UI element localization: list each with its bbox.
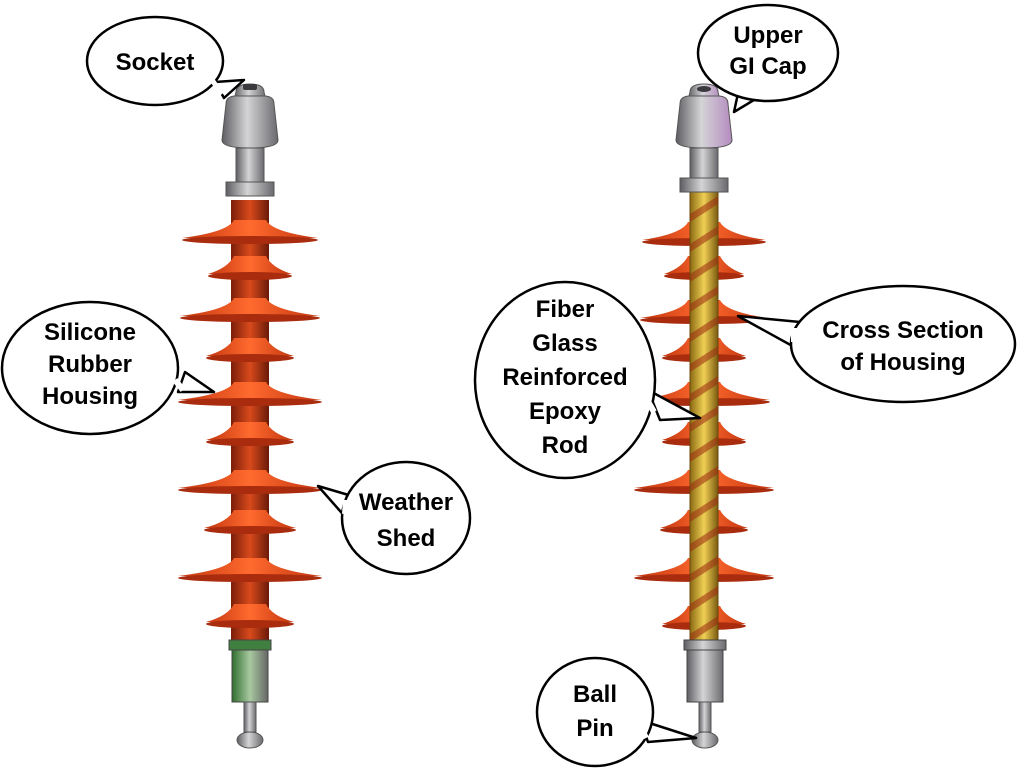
callout-ball-pin: Ball Pin bbox=[535, 656, 698, 768]
callout-upper-gi-cap: Upper GI Cap bbox=[696, 3, 840, 114]
rod-helix-stripe bbox=[690, 256, 718, 282]
rod-helix-stripe bbox=[690, 586, 718, 612]
label-section-line2: of Housing bbox=[840, 349, 965, 376]
weather-shed-10 bbox=[206, 604, 294, 628]
label-shed-line2: Shed bbox=[377, 525, 436, 552]
rod-helix-stripe bbox=[690, 316, 718, 342]
rod-helix-stripe bbox=[690, 436, 718, 462]
rod-helix-stripe bbox=[690, 346, 718, 372]
label-cap-line1: Upper bbox=[733, 22, 802, 49]
label-rod-line4: Epoxy bbox=[529, 398, 602, 425]
rod-helix-stripe bbox=[690, 466, 718, 492]
weather-shed-5 bbox=[178, 382, 322, 406]
label-socket: Socket bbox=[116, 49, 195, 76]
callout-fiberglass-rod: Fiber Glass Reinforced Epoxy Rod bbox=[473, 280, 702, 480]
label-rod-line5: Rod bbox=[542, 432, 589, 459]
callout-socket: Socket bbox=[85, 15, 246, 107]
label-pin-line2: Pin bbox=[576, 715, 613, 742]
rod-helix-stripe bbox=[690, 526, 718, 552]
label-shed-line1: Weather bbox=[359, 489, 453, 516]
weather-shed-8 bbox=[204, 510, 296, 534]
weather-shed-1 bbox=[182, 220, 318, 244]
label-cap-line2: GI Cap bbox=[729, 53, 806, 80]
rod-helix-stripe bbox=[690, 376, 718, 402]
rod-helix-stripe bbox=[690, 496, 718, 522]
weather-shed-4 bbox=[206, 338, 294, 362]
left-ball-pin-fitting bbox=[228, 639, 272, 749]
callout-weather-shed: Weather Shed bbox=[316, 460, 472, 576]
left-weather-sheds bbox=[178, 220, 322, 628]
callout-silicone-rubber-housing: Silicone Rubber Housing bbox=[0, 300, 216, 436]
left-insulator bbox=[178, 83, 322, 749]
weather-shed-7 bbox=[178, 470, 322, 494]
rod-helix-stripe bbox=[690, 226, 718, 252]
weather-shed-6 bbox=[206, 422, 294, 446]
weather-shed-9 bbox=[178, 558, 322, 582]
label-rod-line1: Fiber bbox=[536, 296, 595, 323]
label-pin-line1: Ball bbox=[573, 681, 617, 708]
label-housing-line3: Housing bbox=[42, 383, 138, 410]
rod-helix-stripe bbox=[690, 616, 718, 642]
left-socket-fitting bbox=[221, 83, 279, 197]
rod-helix-stripe bbox=[690, 406, 718, 432]
weather-shed-2 bbox=[208, 256, 292, 280]
label-housing-line1: Silicone bbox=[44, 319, 136, 346]
label-rod-line2: Glass bbox=[532, 330, 597, 357]
rod-helix-stripe bbox=[690, 556, 718, 582]
label-rod-line3: Reinforced bbox=[502, 364, 627, 391]
label-housing-line2: Rubber bbox=[48, 351, 132, 378]
rod-helix-stripe bbox=[690, 286, 718, 312]
upper-gi-cap-fitting bbox=[675, 83, 733, 193]
right-ball-pin-fitting bbox=[683, 639, 727, 749]
right-insulator bbox=[634, 83, 774, 749]
callout-cross-section: Cross Section of Housing bbox=[736, 284, 1017, 404]
rod-helix-stripe bbox=[690, 196, 718, 222]
weather-shed-3 bbox=[180, 298, 320, 322]
label-section-line1: Cross Section bbox=[822, 317, 983, 344]
